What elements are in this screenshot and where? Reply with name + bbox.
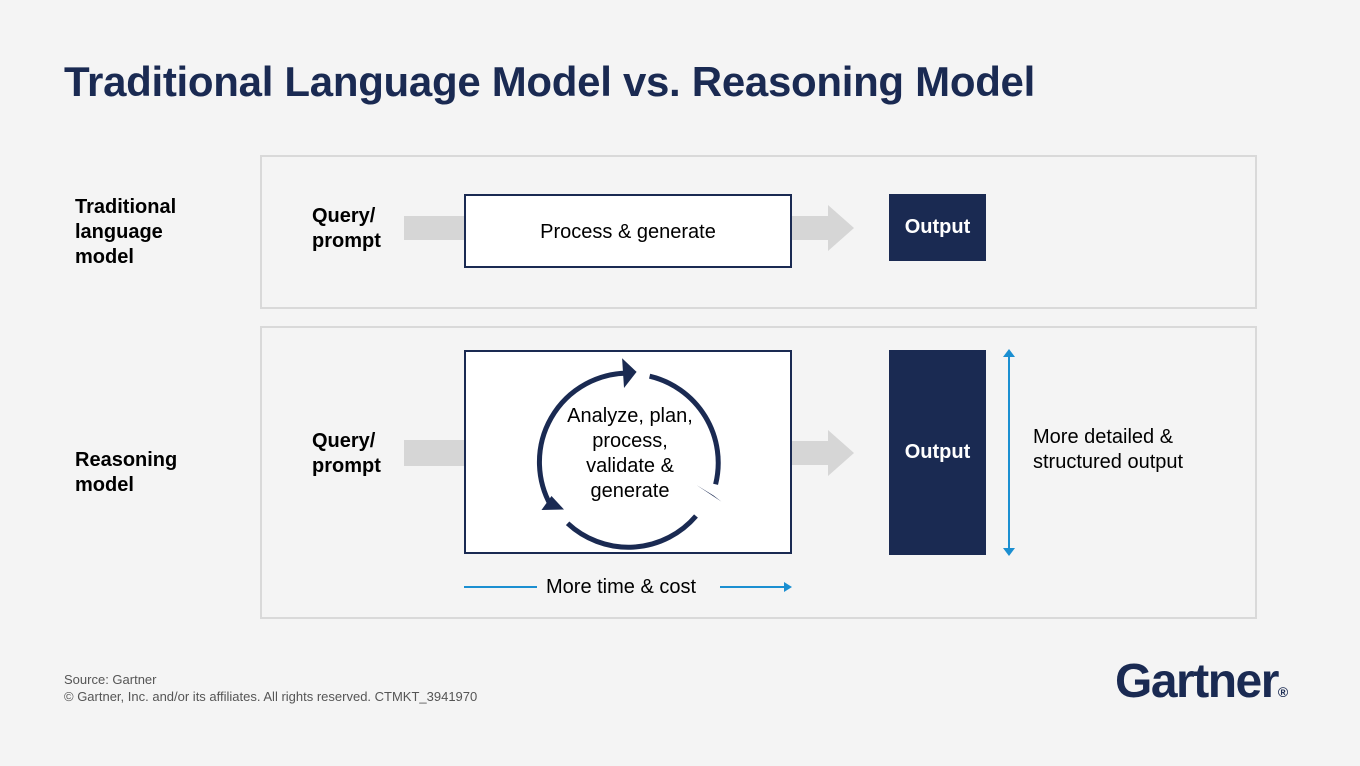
- reasoning-process-line-4: generate: [590, 480, 670, 502]
- traditional-label-line-3: model: [75, 246, 134, 268]
- reasoning-process-line-1: Analyze, plan,: [567, 405, 693, 427]
- traditional-query-line-2: prompt: [312, 230, 381, 252]
- registered-mark: ®: [1277, 684, 1289, 700]
- footer-source: Source: Gartner: [64, 672, 157, 687]
- gartner-logo-text: Gartner: [1115, 655, 1279, 708]
- reasoning-label-line-2: model: [75, 474, 134, 496]
- reasoning-query-line-2: prompt: [312, 455, 381, 477]
- traditional-input-arrow: [404, 216, 466, 240]
- traditional-process-label: Process & generate: [540, 221, 716, 243]
- traditional-process-box: Process & generate: [464, 194, 792, 268]
- page-title: Traditional Language Model vs. Reasoning…: [64, 58, 1035, 105]
- traditional-query-line-1: Query/: [312, 205, 376, 227]
- output-size-arrow: [1003, 349, 1015, 556]
- time-cost-label: More time & cost: [546, 576, 697, 598]
- reasoning-output-box: Output: [889, 350, 986, 555]
- gartner-logo: Gartner®: [1115, 654, 1288, 709]
- reasoning-process-line-2: process,: [592, 430, 668, 452]
- footer-copyright: © Gartner, Inc. and/or its affiliates. A…: [64, 689, 478, 704]
- reasoning-row-label: Reasoning model: [75, 448, 177, 498]
- reasoning-query-line-1: Query/: [312, 430, 376, 452]
- traditional-row-label: Traditional language model: [75, 195, 176, 270]
- reasoning-process-label: Analyze, plan, process, validate & gener…: [545, 404, 715, 504]
- time-cost-arrow: [464, 582, 792, 592]
- detail-output-label: More detailed & structured output: [1033, 425, 1183, 475]
- reasoning-label-line-1: Reasoning: [75, 449, 178, 471]
- traditional-label-line-2: language: [75, 221, 163, 243]
- traditional-query-label: Query/ prompt: [312, 204, 381, 254]
- detail-output-line-2: structured output: [1033, 451, 1184, 473]
- traditional-output-arrow: [792, 205, 854, 251]
- reasoning-query-label: Query/ prompt: [312, 429, 381, 479]
- detail-output-line-1: More detailed &: [1033, 426, 1174, 448]
- reasoning-process-line-3: validate &: [586, 455, 674, 477]
- reasoning-process-box: Analyze, plan, process, validate & gener…: [464, 350, 792, 554]
- reasoning-cycle-icon: [536, 358, 722, 550]
- traditional-label-line-1: Traditional: [75, 196, 177, 218]
- reasoning-output-arrow: [792, 430, 854, 476]
- reasoning-input-arrow: [404, 440, 466, 466]
- traditional-output-box: Output: [889, 194, 986, 261]
